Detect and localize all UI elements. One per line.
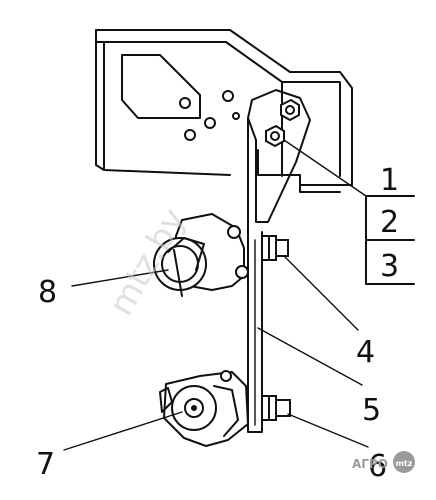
callout-6: 6	[368, 449, 387, 484]
callout-4: 4	[356, 335, 375, 370]
vertical-strap	[247, 231, 263, 433]
callout-7: 7	[36, 447, 55, 482]
callout-1: 1	[380, 163, 399, 198]
logo-badge-icon	[393, 451, 415, 473]
lower-coupling-head	[159, 370, 249, 447]
upper-coupling-head	[153, 213, 249, 297]
logo-prefix: АГРО	[352, 457, 388, 471]
nut-lower	[265, 124, 285, 148]
callout-5: 5	[362, 393, 381, 428]
lower-fitting	[261, 395, 291, 421]
mounting-plate	[247, 89, 311, 233]
callout-8: 8	[38, 275, 57, 310]
logo-badge-text: mtz	[396, 459, 413, 468]
leader-lines	[63, 139, 369, 451]
callout-3: 3	[380, 249, 399, 284]
callout-2: 2	[380, 205, 399, 240]
callout-table	[365, 195, 415, 285]
frame-bracket	[95, 29, 353, 193]
upper-fitting	[261, 235, 289, 261]
nut-upper	[280, 98, 300, 122]
agro-logo: АГРО mtz	[352, 451, 415, 473]
